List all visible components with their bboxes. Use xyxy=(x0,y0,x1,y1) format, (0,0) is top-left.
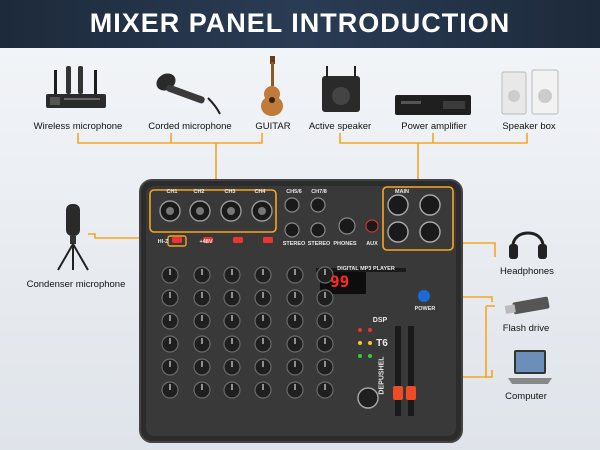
level-meter-led xyxy=(358,328,362,332)
phantom-power-label: +48V xyxy=(199,239,213,245)
output-label-active-speaker: Active speaker xyxy=(308,121,372,132)
player-title: DIGITAL MP3 PLAYER xyxy=(337,266,395,272)
input-label-guitar: GUITAR xyxy=(255,121,291,132)
title-banner xyxy=(0,0,600,48)
input-label-corded-microphone: Corded microphone xyxy=(148,121,232,132)
level-meter-led xyxy=(358,341,362,345)
output-label-speaker-box: Speaker box xyxy=(502,121,556,132)
channel-label-ch3: CH3 xyxy=(224,189,236,195)
phantom-power-button[interactable] xyxy=(263,237,273,243)
phantom-power-button[interactable] xyxy=(172,237,182,243)
active-speaker-icon xyxy=(322,66,360,112)
line-input-jack[interactable] xyxy=(284,222,300,238)
stereo-label-1: STEREO xyxy=(282,241,306,247)
output-label-power-amplifier: Power amplifier xyxy=(401,121,467,132)
phantom-power-button[interactable] xyxy=(233,237,243,243)
channel-label-ch1: CH1 xyxy=(166,189,178,195)
right-device-label-headphones: Headphones xyxy=(500,266,554,277)
channel-label-ch7-8: CH7/8 xyxy=(311,189,327,195)
level-meter-led xyxy=(368,328,372,332)
power-label: POWER xyxy=(414,306,436,312)
headphones-icon xyxy=(509,231,547,259)
combo-input-jack-core xyxy=(166,207,174,215)
model-label: T6 xyxy=(376,338,388,349)
main-output-jack[interactable] xyxy=(387,221,409,243)
combo-input-jack-core xyxy=(196,207,204,215)
channel-label-ch2: CH2 xyxy=(193,189,205,195)
computer-icon xyxy=(508,350,552,384)
phones-output-jack[interactable] xyxy=(338,217,356,235)
hi-z-label: HI-Z xyxy=(157,239,169,245)
line-input-jack[interactable] xyxy=(284,197,300,213)
main-volume-knob[interactable] xyxy=(357,387,379,409)
level-meter-led xyxy=(368,341,372,345)
right-device-label-computer: Computer xyxy=(505,391,547,402)
condenser-microphone-icon xyxy=(57,204,89,271)
wireless-microphone-icon xyxy=(46,66,106,108)
aux-jack[interactable] xyxy=(365,219,379,233)
level-meter-led xyxy=(358,354,362,358)
line-input-jack[interactable] xyxy=(310,222,326,238)
flash-drive-icon xyxy=(504,296,550,315)
page-title: MIXER PANEL INTRODUCTION xyxy=(89,8,511,38)
phantom-power-button[interactable] xyxy=(203,237,213,243)
guitar-icon xyxy=(261,56,283,116)
power-amplifier-icon xyxy=(395,95,471,115)
main-output-jack[interactable] xyxy=(419,194,441,216)
left-device-label: Condenser microphone xyxy=(26,279,126,290)
channel-label-ch4: CH4 xyxy=(254,189,266,195)
line-input-jack[interactable] xyxy=(310,197,326,213)
input-label-wireless-microphone: Wireless microphone xyxy=(33,121,123,132)
combo-input-jack-core xyxy=(258,207,266,215)
main-output-jack[interactable] xyxy=(419,221,441,243)
stereo-label-2: STEREO xyxy=(307,241,331,247)
channel-label-ch5-6: CH5/6 xyxy=(286,189,302,195)
phones-label: PHONES xyxy=(333,241,357,247)
right-device-label-flash-drive: Flash drive xyxy=(502,323,550,334)
main-label: MAIN xyxy=(394,189,410,195)
display-value: 99 xyxy=(330,272,350,291)
main-output-jack[interactable] xyxy=(387,194,409,216)
speaker-box-icon xyxy=(501,69,559,115)
brand-label: DEPUSHEL xyxy=(378,356,386,395)
combo-input-jack-core xyxy=(227,207,235,215)
dsp-label: DSP xyxy=(372,317,388,324)
corded-microphone-icon xyxy=(156,73,221,115)
level-meter-led xyxy=(368,354,372,358)
aux-label: AUX xyxy=(366,241,378,247)
